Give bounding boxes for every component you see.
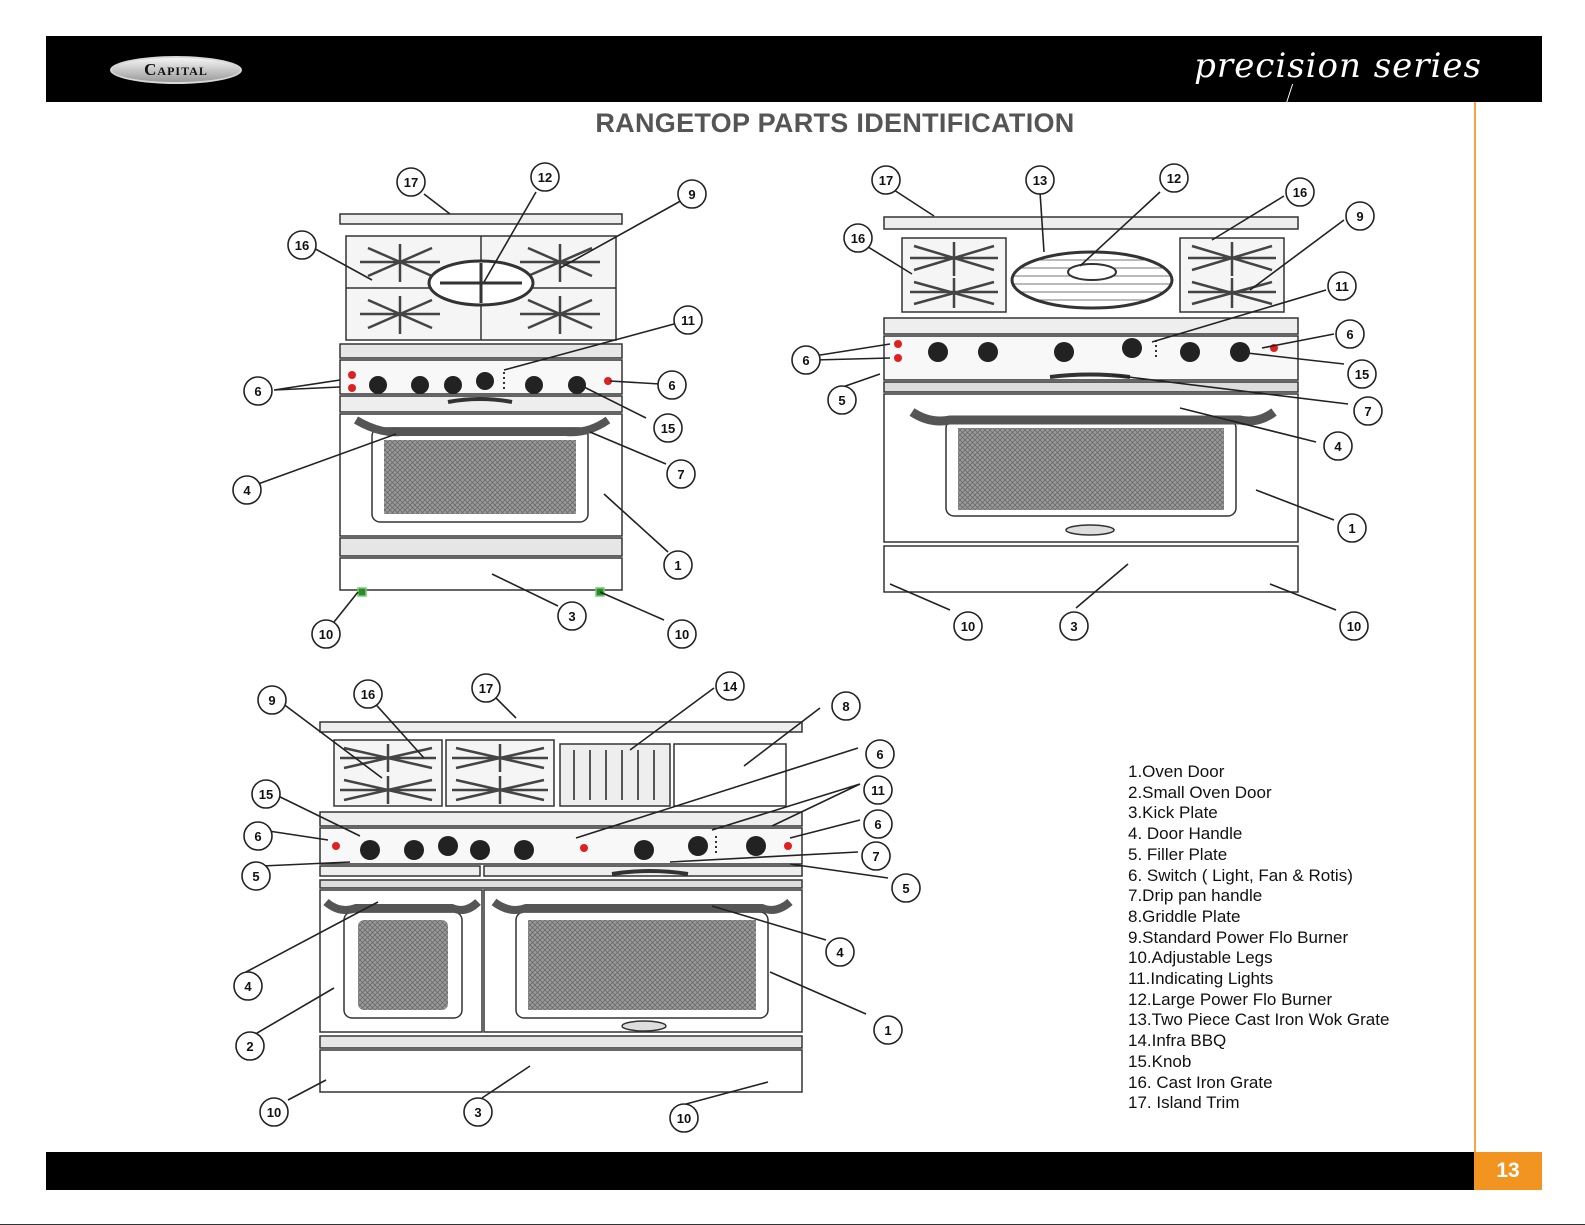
range-diagram-bottom: [319, 721, 803, 1093]
series-title: precision series: [1194, 46, 1482, 86]
legend-item: 11.Indicating Lights: [1128, 969, 1274, 989]
callout-label: 8: [842, 699, 849, 714]
callout-label: 12: [538, 170, 552, 185]
callout-label: 1: [674, 558, 681, 573]
callout-label: 15: [259, 787, 273, 802]
legend-item: 5. Filler Plate: [1128, 844, 1228, 864]
callout-label: 7: [872, 849, 879, 864]
callouts-bottom: 9 16 17 14 8 6 11 15 6 6 5 7 5 4 4 1 2 1…: [233, 671, 921, 1133]
callout-label: 16: [851, 231, 865, 246]
callout-label: 16: [1293, 185, 1307, 200]
callout-label: 9: [268, 693, 275, 708]
header-bar: Capital precision series: [46, 36, 1542, 134]
legend-item: 9.Standard Power Flo Burner: [1128, 927, 1349, 947]
callout-label: 6: [874, 817, 881, 832]
callout-label: 4: [836, 945, 844, 960]
callout-label: 16: [361, 687, 375, 702]
callouts: 17 12 9 16 11 6 6 15 4 7 1 10 3 10 17 13…: [232, 162, 1383, 1133]
callout-label: 4: [1334, 439, 1342, 454]
capital-logo: Capital: [110, 56, 242, 84]
callout-label: 7: [677, 467, 684, 482]
legend-item: 4. Door Handle: [1128, 824, 1243, 844]
parts-legend: 1.Oven Door 2.Small Oven Door 3.Kick Pla…: [1128, 762, 1389, 1114]
callout-label: 3: [1070, 619, 1077, 634]
knob-row-bottom: [332, 836, 792, 860]
legend-item: 17. Island Trim: [1128, 1093, 1240, 1113]
callout-label: 6: [876, 747, 883, 762]
callout-label: 11: [681, 313, 695, 328]
legend-item: 6. Switch ( Light, Fan & Rotis): [1128, 865, 1353, 885]
callout-label: 3: [474, 1105, 481, 1120]
callout-label: 16: [295, 238, 309, 253]
callouts-top-right: 17 13 12 16 16 9 11 6 6 15 5 7 4 1 10 3 …: [791, 163, 1383, 641]
callout-label: 10: [267, 1105, 281, 1120]
legend-item: 12.Large Power Flo Burner: [1128, 989, 1333, 1009]
brand-name: Capital: [144, 60, 208, 79]
footer-bar: [46, 1152, 1474, 1190]
callout-label: 17: [879, 173, 893, 188]
callout-label: 5: [252, 869, 259, 884]
legend-item: 2.Small Oven Door: [1128, 782, 1272, 802]
callout-label: 3: [568, 609, 575, 624]
range-diagram-top-right: [883, 216, 1299, 593]
legend-item: 15.Knob: [1128, 1051, 1192, 1071]
callout-label: 1: [884, 1023, 891, 1038]
callout-leaders: [245, 189, 1349, 1105]
callout-label: 6: [254, 829, 261, 844]
callout-label: 6: [668, 378, 675, 393]
callout-label: 10: [961, 619, 975, 634]
range-diagram-top-left: [339, 213, 623, 597]
callout-label: 7: [1364, 404, 1371, 419]
legend-item: 7.Drip pan handle: [1128, 886, 1263, 906]
callout-label: 15: [1355, 367, 1369, 382]
callout-label: 10: [677, 1111, 691, 1126]
callout-label: 5: [902, 881, 909, 896]
callout-label: 9: [688, 187, 695, 202]
page-number: 13: [1474, 1152, 1542, 1190]
callout-label: 6: [802, 353, 809, 368]
callout-label: 10: [675, 627, 689, 642]
callout-label: 1: [1348, 521, 1355, 536]
callout-label: 10: [1347, 619, 1361, 634]
legend-item: 3.Kick Plate: [1128, 803, 1218, 823]
callout-label: 10: [319, 627, 333, 642]
callout-label: 15: [661, 421, 675, 436]
page-title: RANGETOP PARTS IDENTIFICATION: [595, 108, 1075, 138]
callout-label: 14: [723, 679, 738, 694]
callouts-top-left: 17 12 9 16 11 6 6 15 4 7 1 10 3 10: [232, 162, 707, 649]
callout-label: 9: [1356, 209, 1363, 224]
callout-label: 6: [254, 384, 261, 399]
knob-row-top-left: [348, 371, 612, 394]
legend-item: 1.Oven Door: [1128, 762, 1225, 781]
callout-label: 17: [404, 175, 418, 190]
legend-item: 10.Adjustable Legs: [1128, 948, 1273, 968]
side-rule: [1474, 102, 1476, 1152]
callout-label: 4: [244, 979, 252, 994]
legend-item: 14.Infra BBQ: [1128, 1031, 1227, 1051]
callout-label: 4: [243, 483, 251, 498]
callout-label: 6: [1346, 327, 1353, 342]
callout-label: 12: [1167, 171, 1181, 186]
legend-item: 8.Griddle Plate: [1128, 906, 1241, 926]
callout-label: 2: [246, 1039, 253, 1054]
callout-label: 11: [871, 783, 885, 798]
callout-label: 11: [1335, 279, 1349, 294]
callout-label: 13: [1033, 173, 1047, 188]
callout-label: 17: [479, 681, 493, 696]
legend-item: 16. Cast Iron Grate: [1128, 1072, 1273, 1092]
callout-label: 5: [838, 393, 845, 408]
legend-item: 13.Two Piece Cast Iron Wok Grate: [1128, 1010, 1390, 1030]
